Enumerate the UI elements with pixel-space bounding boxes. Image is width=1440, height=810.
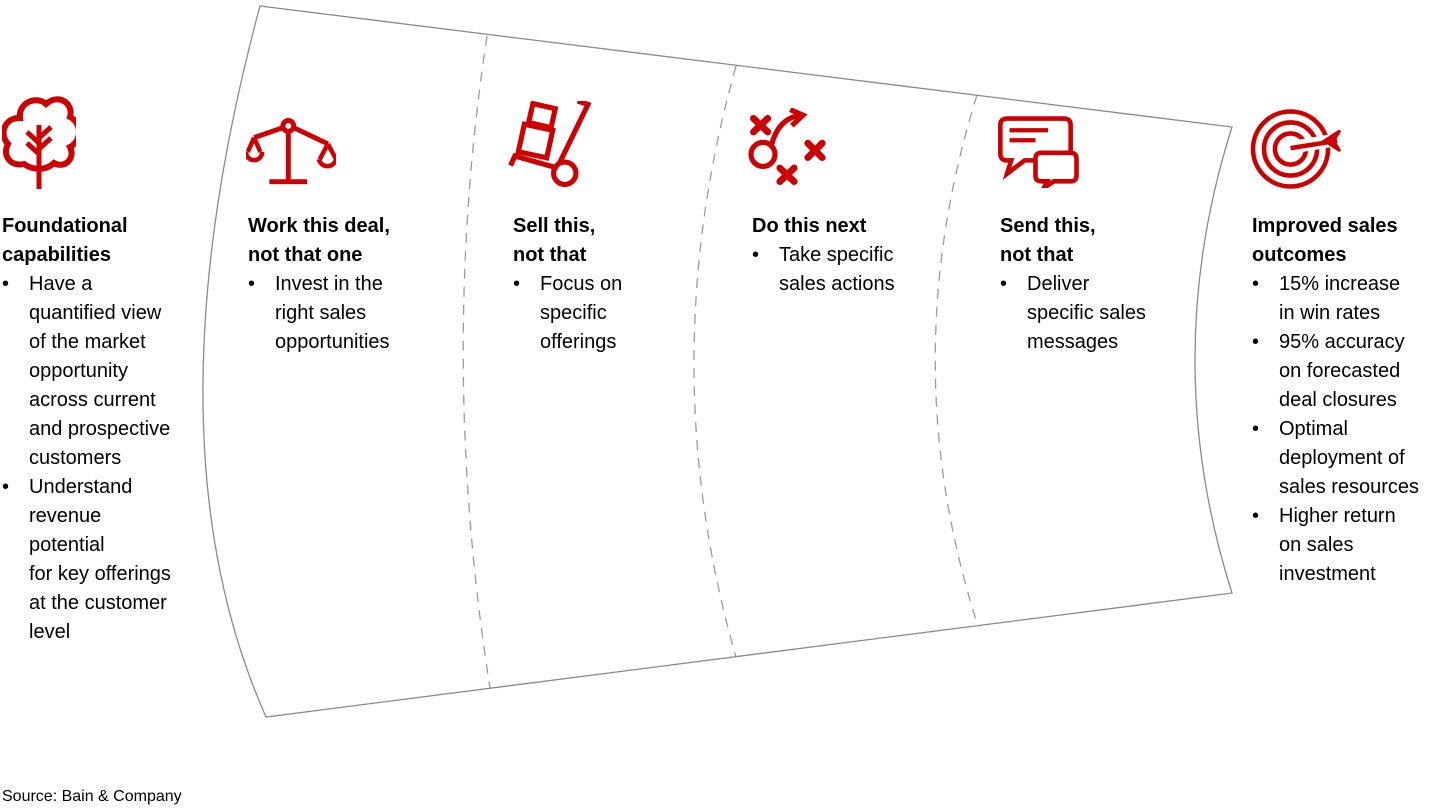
bullet-item: Invest in the right sales opportunities bbox=[248, 270, 443, 357]
bullet-item: Have a quantified view of the market opp… bbox=[2, 270, 212, 473]
bullet-marker bbox=[752, 241, 779, 270]
bullet-text: Take specific sales actions bbox=[779, 244, 895, 295]
stage-column-work-this-deal: Work this deal, not that one Invest in t… bbox=[248, 212, 443, 357]
stage-title: Sell this, not that bbox=[513, 215, 596, 266]
bullet-text: 15% increase in win rates bbox=[1279, 273, 1401, 324]
bullet-marker bbox=[1252, 502, 1279, 531]
stage-title: Foundational capabilities bbox=[2, 215, 128, 266]
bullet-item: 95% accuracy on forecasted deal closures bbox=[1252, 328, 1440, 415]
stage-divider bbox=[462, 35, 491, 689]
source-note: Source: Bain & Company bbox=[2, 788, 182, 805]
bullet-marker bbox=[1252, 415, 1279, 444]
target-arrow-icon bbox=[1250, 106, 1342, 192]
bullet-item: Focus on specific offerings bbox=[513, 270, 698, 357]
stage-title: Work this deal, not that one bbox=[248, 215, 390, 266]
bullet-marker bbox=[1252, 270, 1279, 299]
stage-divider bbox=[693, 65, 737, 658]
bullet-item: 15% increase in win rates bbox=[1252, 270, 1440, 328]
stage-title: Send this, not that bbox=[1000, 215, 1096, 266]
bullet-item: Understand revenue potential for key off… bbox=[2, 473, 212, 647]
bullet-marker bbox=[1252, 328, 1279, 357]
bullet-text: Higher return on sales investment bbox=[1279, 505, 1396, 585]
funnel-outline bbox=[202, 5, 1233, 718]
bullet-marker bbox=[2, 473, 29, 502]
stage-title: Improved sales outcomes bbox=[1252, 215, 1398, 266]
bullet-text: Optimal deployment of sales resources bbox=[1279, 418, 1420, 498]
bullet-marker bbox=[248, 270, 275, 299]
bullet-item: Higher return on sales investment bbox=[1252, 502, 1440, 589]
bullet-text: 95% accuracy on forecasted deal closures bbox=[1279, 331, 1405, 411]
stage-divider bbox=[934, 94, 979, 627]
bullet-text: Deliver specific sales messages bbox=[1027, 273, 1146, 353]
tree-icon bbox=[2, 91, 76, 191]
stage-column-foundational: Foundational capabilities Have a quantif… bbox=[2, 212, 212, 647]
bullet-text: Invest in the right sales opportunities bbox=[275, 273, 390, 353]
strategy-play-icon bbox=[746, 108, 828, 188]
stage-column-sell-this: Sell this, not that Focus on specific of… bbox=[513, 212, 698, 357]
bullet-text: Focus on specific offerings bbox=[540, 273, 623, 353]
stage-column-send-this: Send this, not that Deliver specific sal… bbox=[1000, 212, 1185, 357]
bullet-item: Deliver specific sales messages bbox=[1000, 270, 1185, 357]
bullet-marker bbox=[2, 270, 29, 299]
bullet-marker bbox=[513, 270, 540, 299]
hand-truck-icon bbox=[508, 101, 594, 187]
scale-icon bbox=[246, 115, 336, 189]
chat-bubbles-icon bbox=[996, 116, 1080, 188]
stage-column-do-this-next: Do this next Take specific sales actions bbox=[752, 212, 937, 299]
bullet-marker bbox=[1000, 270, 1027, 299]
bullet-item: Take specific sales actions bbox=[752, 241, 937, 299]
stage-title: Do this next bbox=[752, 215, 867, 237]
bullet-item: Optimal deployment of sales resources bbox=[1252, 415, 1440, 502]
bullet-text: Understand revenue potential for key off… bbox=[29, 476, 171, 643]
bullet-text: Have a quantified view of the market opp… bbox=[29, 273, 171, 469]
stage-column-improved-outcomes: Improved sales outcomes 15% increase in … bbox=[1252, 212, 1440, 589]
